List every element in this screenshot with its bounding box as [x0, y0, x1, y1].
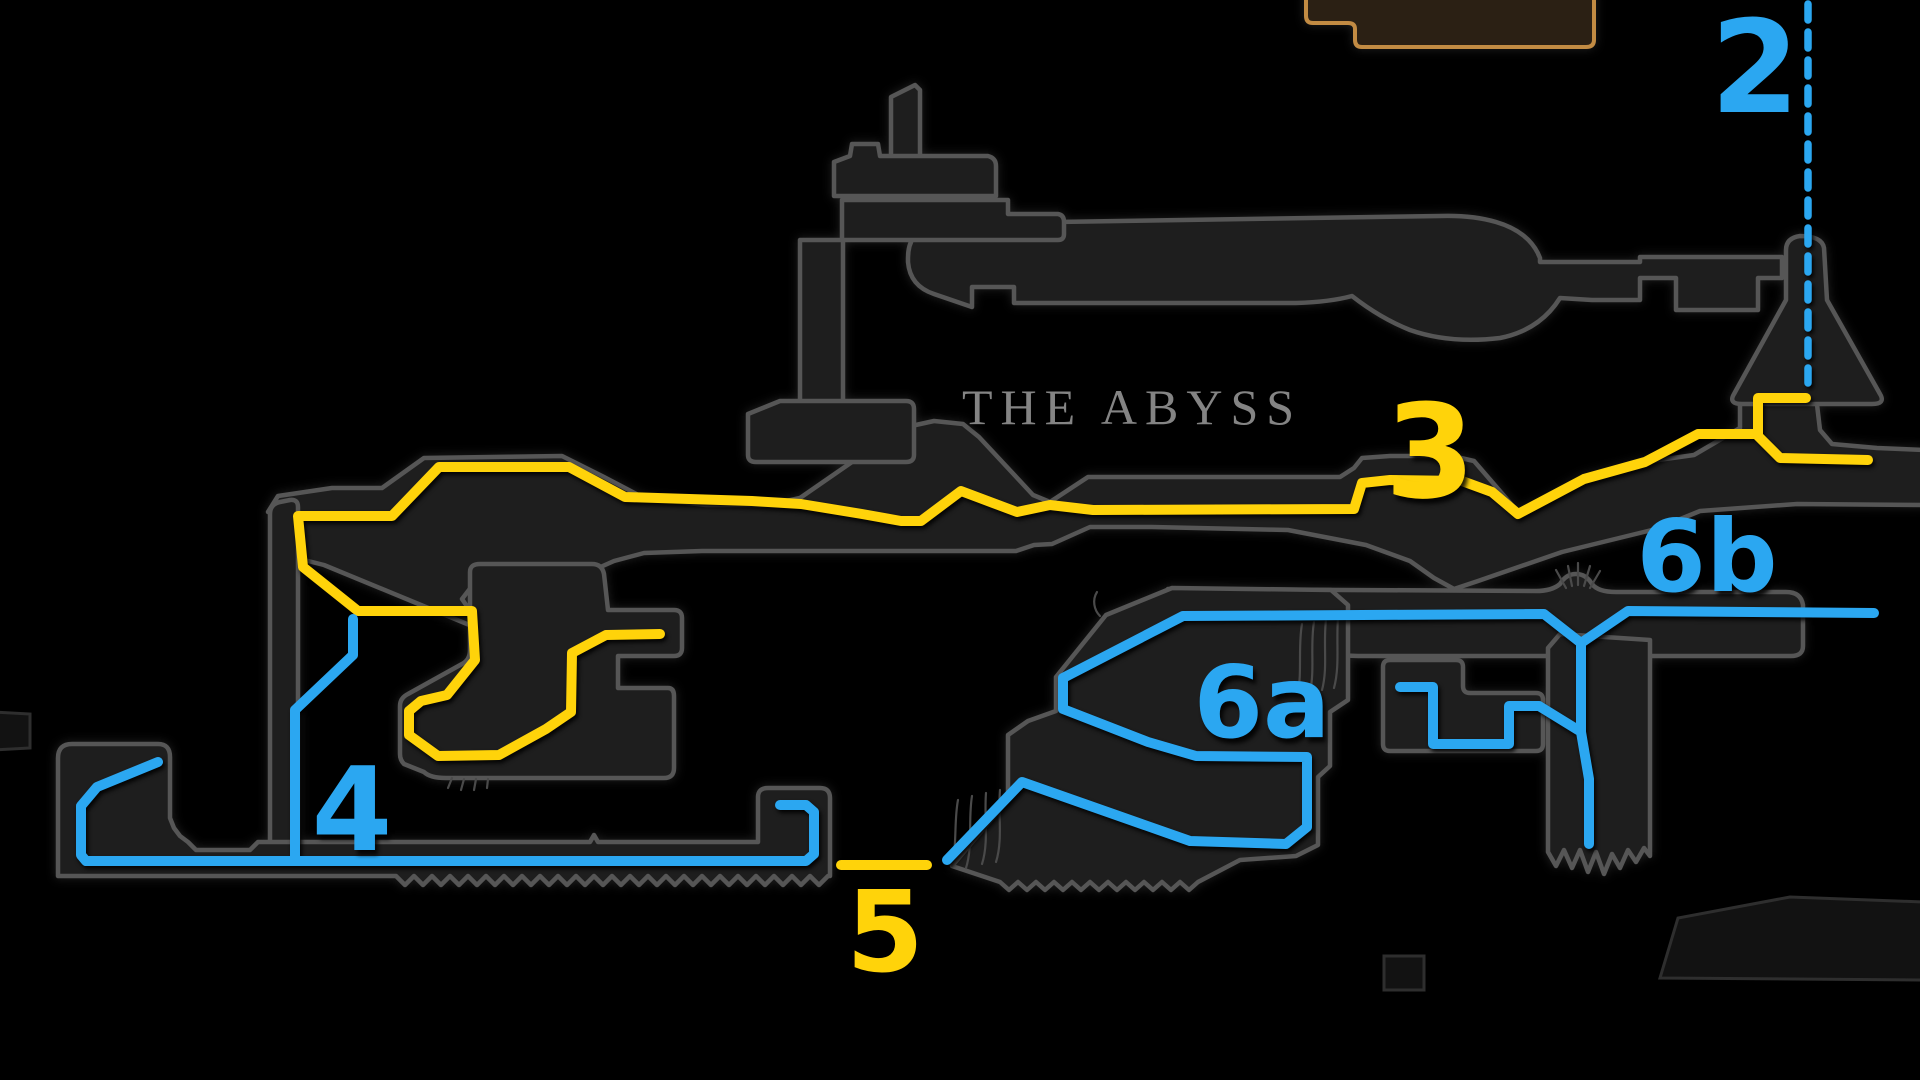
blue-route-floor — [76, 757, 819, 866]
room-adjacent-area-brown — [1304, 0, 1596, 49]
blue-route-wall-descent — [290, 614, 358, 863]
waypoint-label-4: 4 — [312, 743, 393, 878]
room-tower-cross — [839, 197, 1067, 243]
blue-route-shaft-descent — [1576, 638, 1594, 849]
route-overlay — [76, 0, 1879, 870]
waypoint-label-5: 5 — [846, 868, 924, 998]
claw-marks-loop-room — [446, 776, 490, 792]
waypoint-label-6a: 6a — [1193, 644, 1330, 761]
waypoint-labels: 2 3 4 5 6a 6b — [312, 0, 1800, 998]
room-tower-shaft — [797, 237, 846, 429]
waypoint-label-2: 2 — [1710, 0, 1799, 143]
waypoint-label-3: 3 — [1385, 376, 1475, 528]
scratch-wall-right-of-hill — [1296, 616, 1340, 694]
blue-route-spur — [1395, 682, 1583, 749]
flourish-hill-top — [1093, 590, 1102, 618]
room-tower-foot — [745, 398, 917, 465]
yellow-route-right-branch — [1753, 431, 1873, 465]
room-tower-chimney — [888, 82, 923, 163]
waypoint-label-6b: 6b — [1636, 498, 1777, 615]
faint-room-left-tab — [0, 710, 32, 752]
faint-unexplored-rooms — [0, 710, 1920, 992]
room-tower-hat — [831, 141, 999, 199]
area-name-label: THE ABYSS — [962, 379, 1302, 435]
yellow-route-main — [293, 393, 1811, 761]
grass-tuft-6b — [1554, 561, 1602, 590]
faint-room-bottom-right — [1657, 895, 1920, 982]
room-bottom-floor — [55, 741, 833, 888]
room-shaft — [1545, 631, 1653, 877]
room-top-corridor — [905, 213, 1785, 343]
blue-route-5-to-6b — [942, 606, 1879, 865]
map-decorations — [446, 561, 1602, 870]
faint-room-bottom-small — [1382, 954, 1426, 992]
